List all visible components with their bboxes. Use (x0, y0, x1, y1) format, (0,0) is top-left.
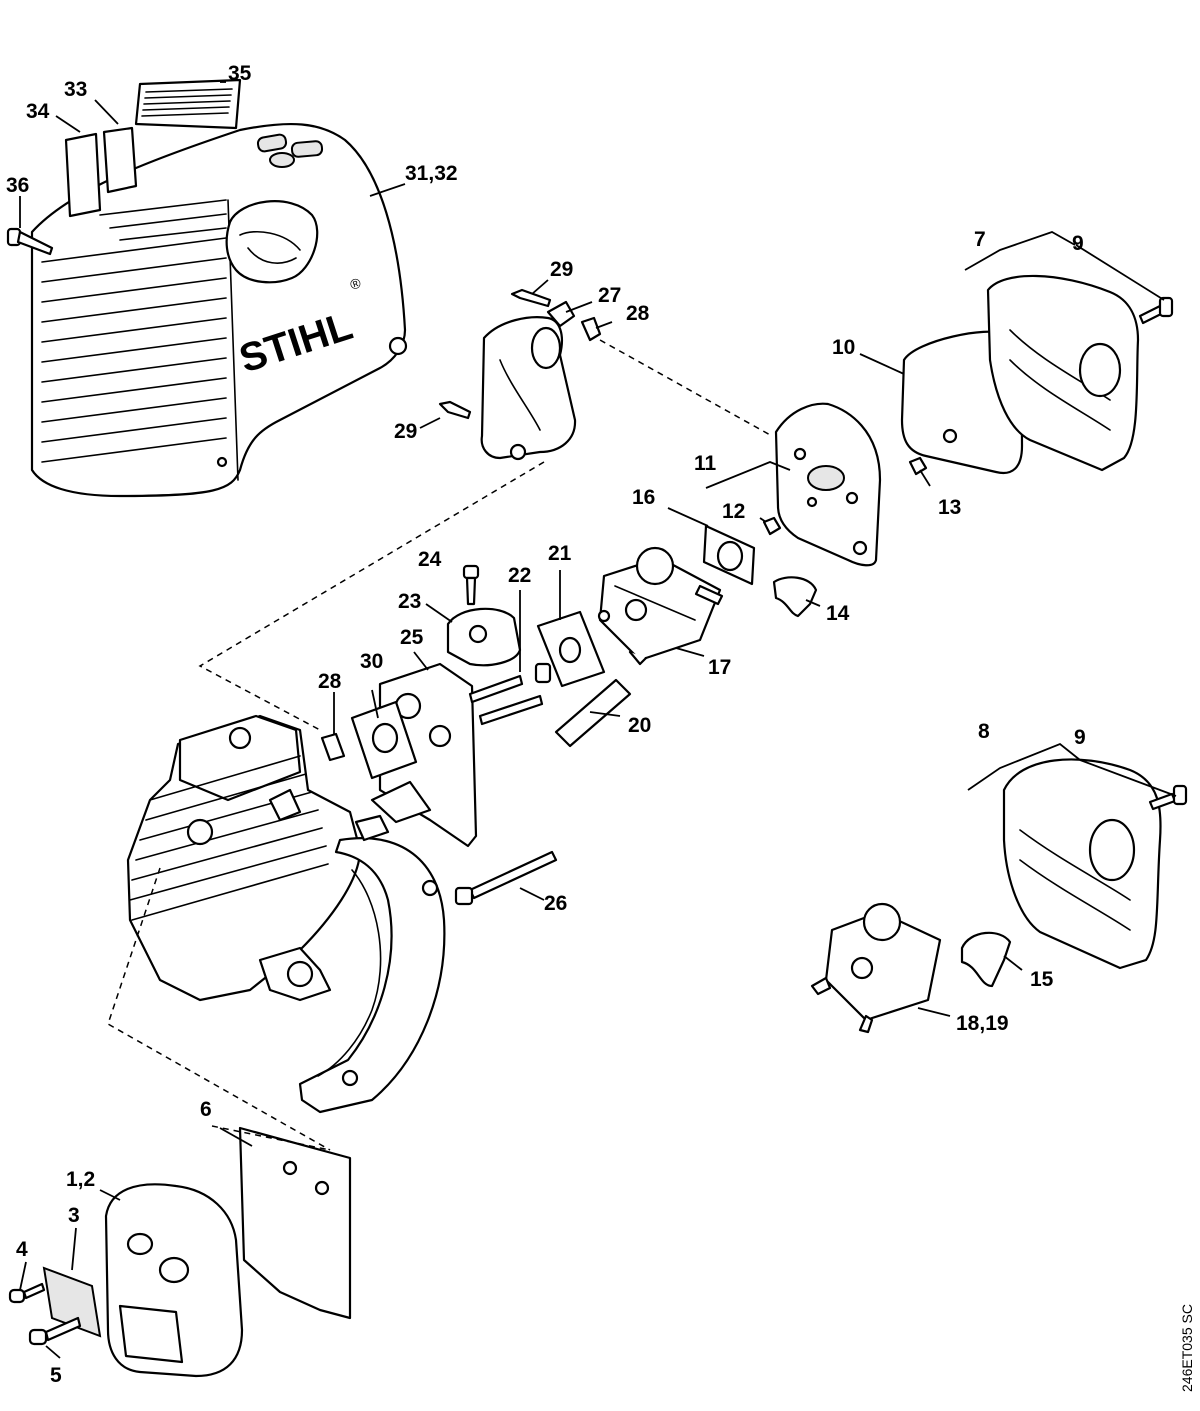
callout-16: 16 (632, 486, 655, 509)
screws-22-part (468, 662, 552, 726)
screw-4-part (8, 1282, 46, 1304)
screen-3-part (42, 1266, 102, 1338)
callout-29-left: 29 (394, 420, 417, 443)
bolt-26-part (454, 850, 558, 906)
callout-29-top: 29 (550, 258, 573, 281)
callout-14: 14 (826, 602, 850, 625)
engine-shroud-part: STIHL ® (30, 122, 408, 498)
callout-28-left: 28 (318, 670, 342, 693)
callout-26: 26 (544, 892, 567, 915)
screw-5-part (28, 1316, 82, 1346)
carburetor-part (597, 546, 724, 666)
manifold-bracket-part (438, 288, 602, 461)
screw-9-bottom-part (1148, 784, 1188, 811)
screw-9-top-part (1138, 296, 1174, 325)
callout-8: 8 (978, 720, 990, 743)
engine-part (126, 714, 362, 1002)
muffler-part (104, 1183, 244, 1378)
decal-parts (64, 78, 242, 218)
callout-23: 23 (398, 590, 421, 613)
reference-code: 246ET035 SC (1179, 1304, 1195, 1392)
assembly-guide-lines (107, 339, 773, 1151)
filter-cover-2-part (1002, 758, 1162, 970)
nut-12-13-parts (762, 456, 928, 536)
plug-28-part (320, 732, 346, 762)
callout-22: 22 (508, 564, 531, 587)
callout-25: 25 (400, 626, 424, 649)
callout-35: 35 (228, 62, 252, 85)
callout-9-bottom: 9 (1074, 726, 1086, 749)
choke-lever-15-part (960, 931, 1012, 988)
screw-36-part (6, 227, 54, 256)
callout-34: 34 (26, 100, 50, 123)
gasket-16-part (702, 524, 756, 586)
callout-36: 36 (6, 174, 29, 197)
callout-7: 7 (974, 228, 986, 251)
callout-17: 17 (708, 656, 731, 679)
callout-4: 4 (16, 1238, 28, 1261)
callout-12: 12 (722, 500, 745, 523)
callout-33: 33 (64, 78, 87, 101)
screw-24-part (462, 564, 480, 606)
choke-lever-14-part (772, 576, 818, 618)
callout-30: 30 (360, 650, 383, 673)
filter-base-part (774, 402, 882, 567)
callout-3: 3 (68, 1204, 80, 1227)
callout-5: 5 (50, 1364, 62, 1387)
spacer-23-part (446, 607, 522, 667)
callout-31-32: 31,32 (405, 162, 458, 185)
callout-10: 10 (832, 336, 855, 359)
leader-lines (19, 81, 1177, 1359)
callout-11: 11 (694, 452, 717, 475)
gasket-30-part (350, 700, 418, 780)
callout-labels: 31,32 33 34 35 36 7 9 10 11 12 13 14 16 … (6, 62, 1086, 1387)
callout-15: 15 (1030, 968, 1054, 991)
fan-housing-part (298, 814, 446, 1114)
callout-28-top: 28 (626, 302, 650, 325)
callout-27: 27 (598, 284, 621, 307)
carburetor-2-part (810, 902, 942, 1034)
gasket-6-part (238, 1126, 352, 1320)
gasket-21-part (536, 610, 606, 688)
callout-1-2: 1,2 (66, 1168, 95, 1191)
callout-21: 21 (548, 542, 572, 565)
callout-20: 20 (628, 714, 651, 737)
filter-cover-part (986, 274, 1140, 472)
callout-18-19: 18,19 (956, 1012, 1009, 1035)
callout-13: 13 (938, 496, 961, 519)
callout-9-top: 9 (1072, 232, 1084, 255)
callout-24: 24 (418, 548, 442, 571)
callout-6: 6 (200, 1098, 212, 1121)
